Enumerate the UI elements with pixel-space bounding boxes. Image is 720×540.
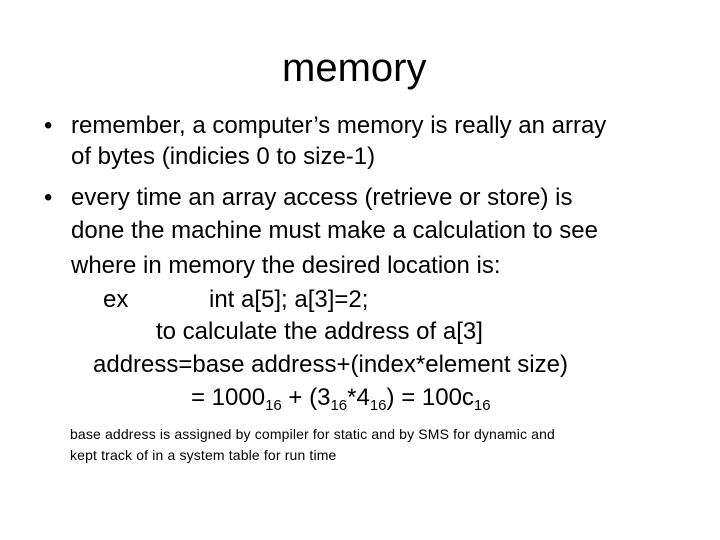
bullet1-line1: remember, a computer’s memory is really … (71, 112, 607, 139)
calc-eq: = 1000 (191, 384, 266, 411)
calc-times: *4 (347, 384, 370, 411)
slide-title: memory (282, 46, 427, 90)
calc-close: ) = 100c (386, 384, 474, 411)
bullet2-line1: every time an array access (retrieve or … (71, 184, 573, 211)
example-calculation: = 100016 + (316*416) = 100c16 (191, 384, 491, 415)
example-formula: address=base address+(index*element size… (93, 351, 568, 378)
bullet-marker: • (44, 184, 53, 211)
note-line2: kept track of in a system table for run … (70, 447, 337, 463)
calc-plus: + (3 (281, 384, 331, 411)
example-code: int a[5]; a[3]=2; (209, 286, 369, 313)
calc-base-subscript: 16 (473, 397, 491, 414)
note-line1: base address is assigned by compiler for… (70, 426, 555, 442)
bullet1-line2: of bytes (indicies 0 to size-1) (71, 143, 376, 170)
calc-base-subscript: 16 (330, 397, 348, 414)
example-prefix: ex (103, 286, 129, 313)
bullet2-line3: where in memory the desired location is: (71, 252, 501, 279)
calc-base-subscript: 16 (265, 397, 282, 414)
bullet2-line2: done the machine must make a calculation… (71, 217, 598, 244)
example-explain: to calculate the address of a[3] (156, 318, 483, 345)
bullet-marker: • (44, 112, 53, 139)
calc-base-subscript: 16 (369, 397, 387, 414)
